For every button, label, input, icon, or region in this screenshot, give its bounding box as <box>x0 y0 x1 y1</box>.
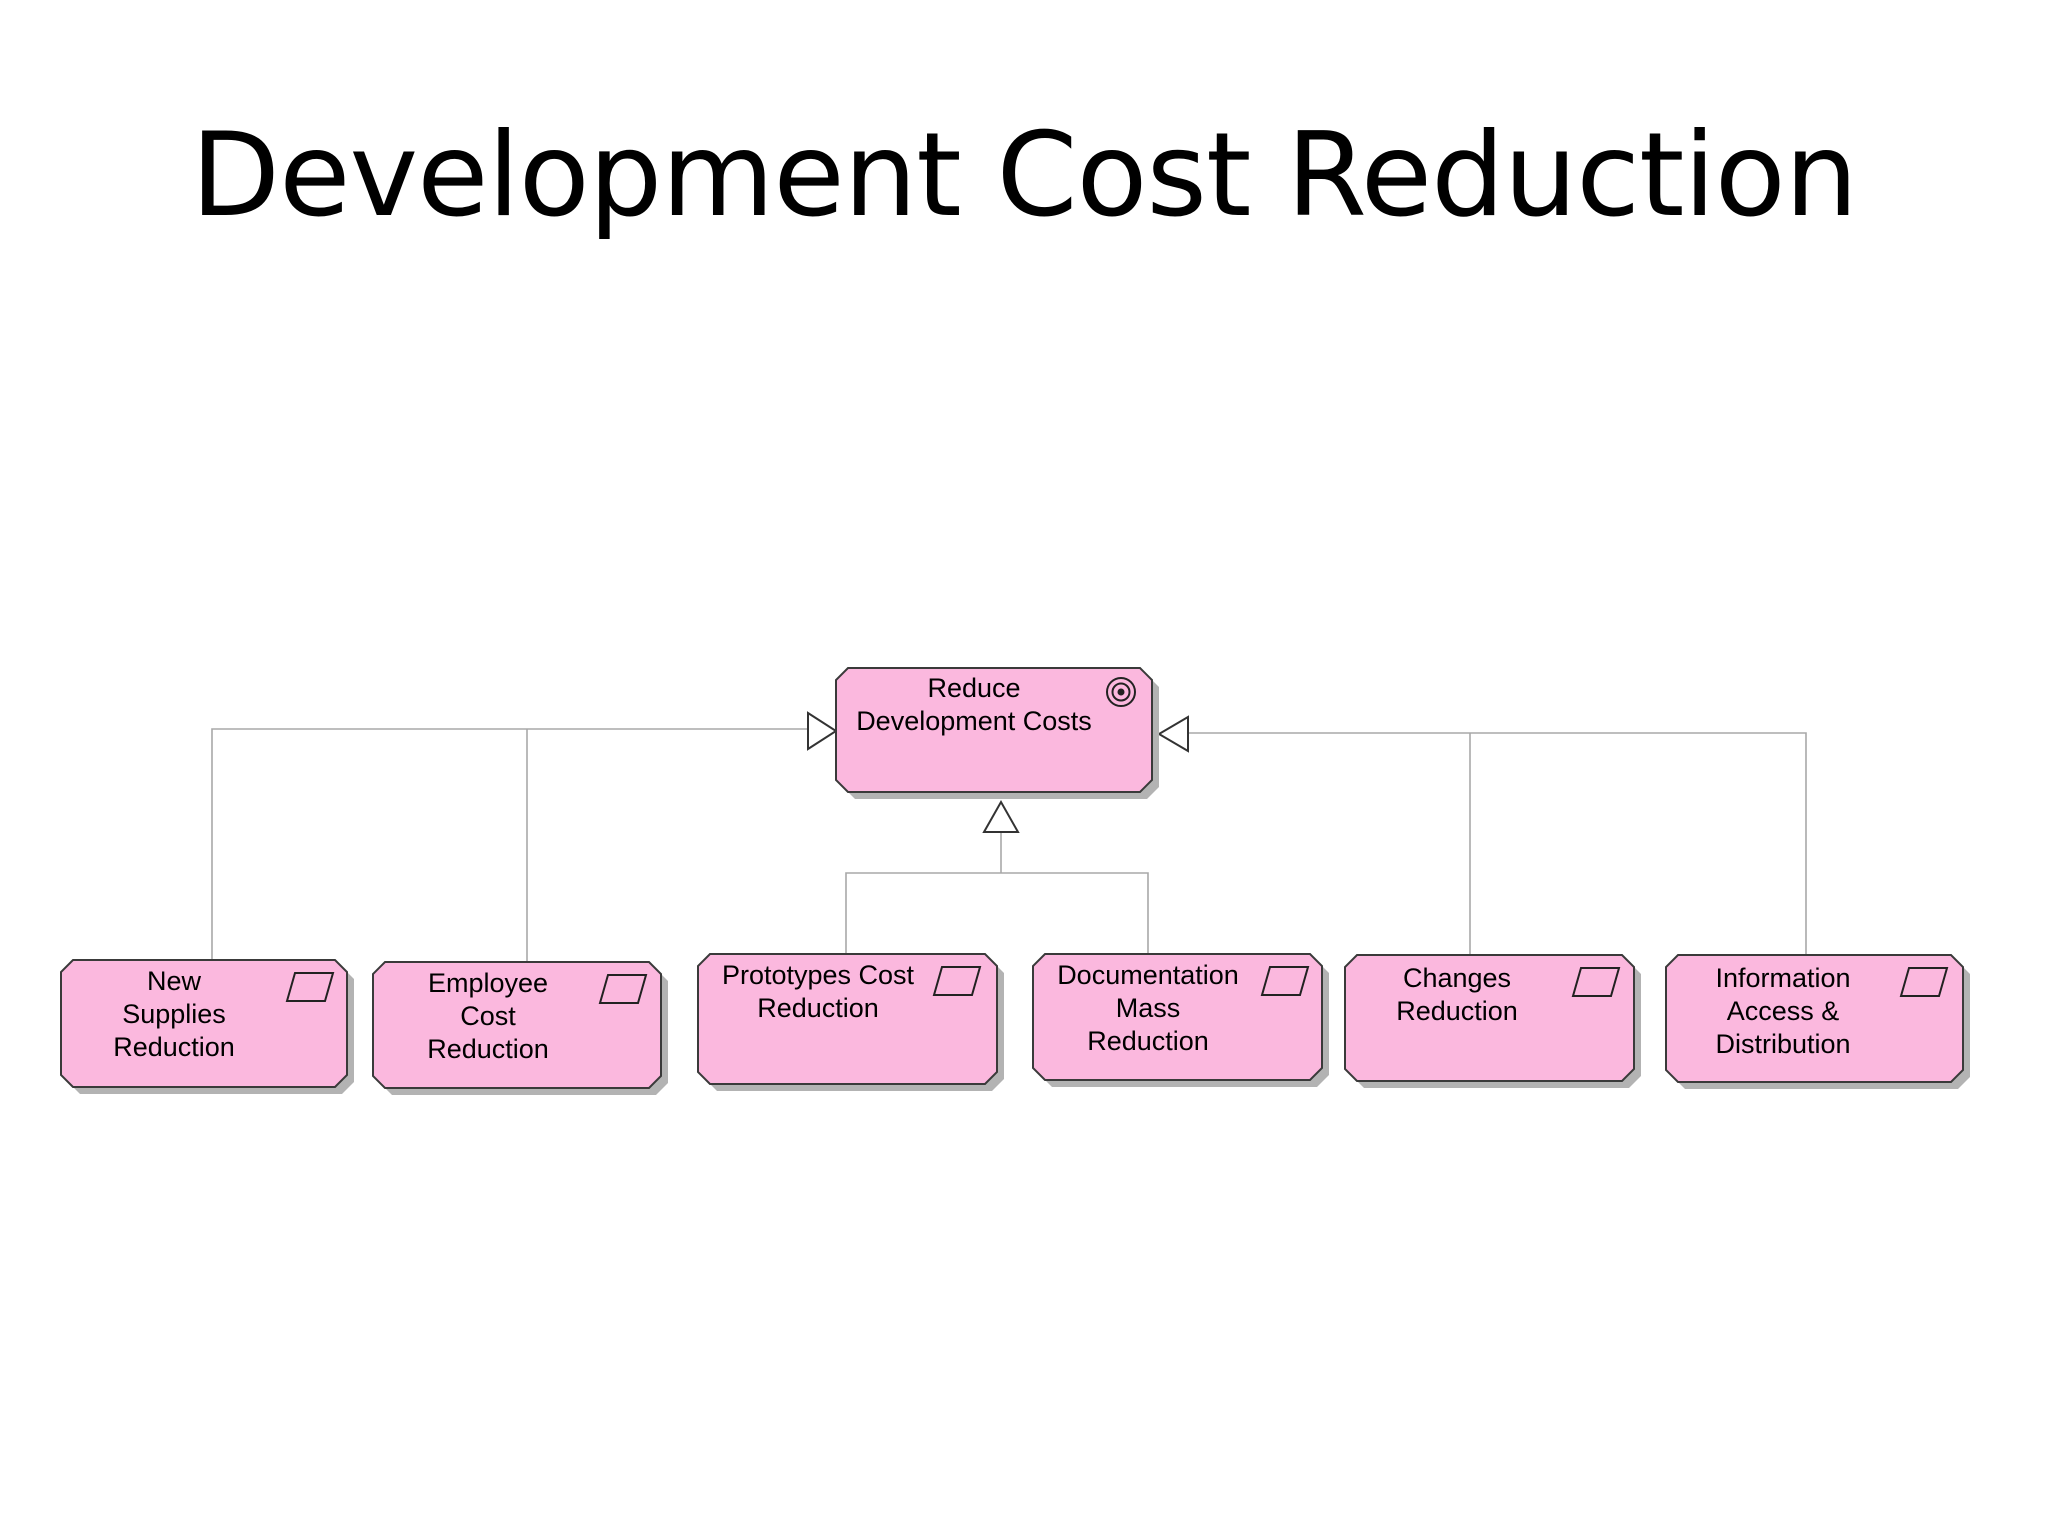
slide-title: Development Cost Reduction <box>190 108 1858 243</box>
connectors <box>211 711 1807 962</box>
node-label-line: Mass <box>1116 993 1181 1023</box>
node-body <box>60 959 348 1088</box>
node-label-line: Reduction <box>113 1032 235 1062</box>
realization-arrow <box>807 711 838 751</box>
node-label-line: Access & <box>1727 996 1840 1026</box>
node-label-line: Changes <box>1403 963 1511 993</box>
node-label-line: Supplies <box>122 999 226 1029</box>
node-body <box>372 961 662 1089</box>
node-label-line: New <box>147 966 202 996</box>
parallelogram-icon <box>1899 967 1949 997</box>
node-body <box>835 667 1153 793</box>
node-label-line: Cost <box>460 1001 516 1031</box>
parallelogram-icon <box>1260 966 1310 996</box>
node-label-line: Reduction <box>1087 1026 1209 1056</box>
connector-line <box>1188 732 1807 955</box>
node-label-line: Development Costs <box>856 706 1092 736</box>
connector-line <box>845 872 1149 954</box>
node-label-line: Reduction <box>1396 996 1518 1026</box>
node-label-line: Documentation <box>1057 960 1239 990</box>
node-label-line: Distribution <box>1715 1029 1850 1059</box>
node-body <box>1665 954 1964 1083</box>
node-label-line: Reduction <box>757 993 879 1023</box>
node-body <box>1032 953 1323 1081</box>
realization-arrow <box>982 799 1020 833</box>
node-label-line: Prototypes Cost <box>722 960 915 990</box>
connector-line <box>211 728 808 960</box>
goal-target-icon <box>1106 677 1136 707</box>
node-label-line: Reduce <box>927 673 1020 703</box>
node-label-line: Reduction <box>427 1034 549 1064</box>
node-body <box>1344 954 1635 1082</box>
parallelogram-icon <box>932 966 982 996</box>
parallelogram-icon <box>598 974 648 1004</box>
node-label-line: Employee <box>428 968 548 998</box>
parallelogram-icon <box>285 972 335 1002</box>
parallelogram-icon <box>1571 967 1621 997</box>
realization-arrow <box>1157 715 1189 753</box>
node-body <box>697 953 998 1085</box>
node-label-line: Information <box>1715 963 1850 993</box>
